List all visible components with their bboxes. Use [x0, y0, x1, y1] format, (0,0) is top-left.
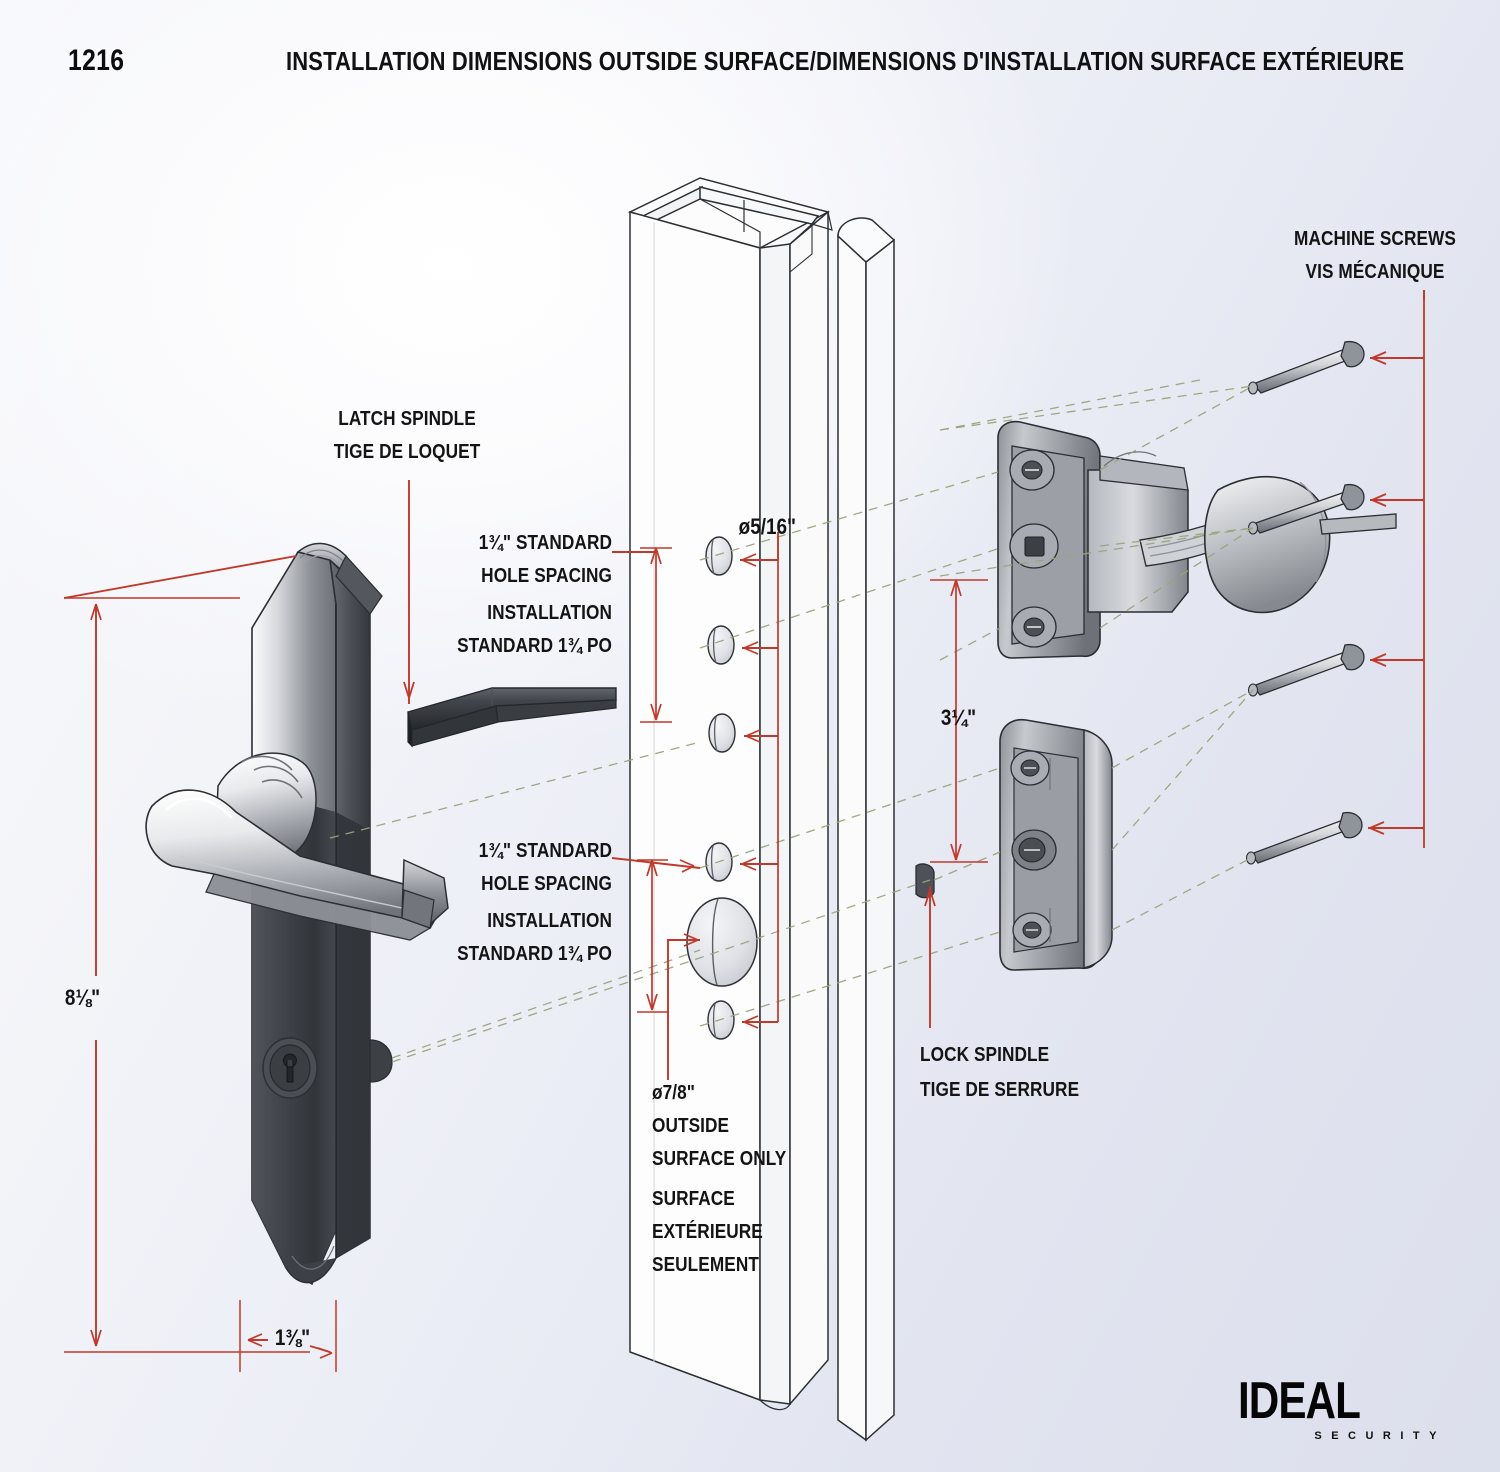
- exterior-lever-handle: [145, 752, 449, 941]
- label-lock-spindle-fr: TIGE DE SERRURE: [920, 1078, 1080, 1101]
- label-bore-dia: ø7/8": [652, 1081, 696, 1104]
- machine-screw-4: [1245, 811, 1363, 865]
- dimension-overall-height: 8⅛": [64, 985, 101, 1010]
- hole-screw-top-1: [705, 536, 733, 576]
- lock-cylinder: [262, 1037, 318, 1099]
- interior-lever-assembly: [997, 420, 1397, 659]
- label-hole-spacing-top-2: HOLE SPACING: [481, 564, 612, 587]
- label-hole-spacing-bottom-3: INSTALLATION: [487, 909, 612, 932]
- label-machine-screws-en: MACHINE SCREWS: [1294, 227, 1456, 250]
- door-stile: [627, 177, 896, 1442]
- boss-bottom: [1011, 606, 1057, 648]
- brand-logo: IDEAL SECURITY: [1238, 1372, 1448, 1443]
- label-machine-screws-fr: VIS MÉCANIQUE: [1305, 260, 1445, 283]
- interior-lock-body: [999, 718, 1113, 971]
- hole-latch-spindle: [708, 713, 736, 753]
- stile-holes: [686, 536, 758, 1040]
- machine-screws: [1245, 340, 1365, 865]
- label-bore-seulement-fr: SEULEMENT: [652, 1253, 759, 1276]
- hole-cylinder-bore: [686, 897, 758, 987]
- label-hole-spacing-bottom-4: STANDARD 1¾ PO: [457, 942, 612, 965]
- dimension-interior-spacing: 3¼": [940, 705, 977, 730]
- page-title: INSTALLATION DIMENSIONS OUTSIDE SURFACE/…: [286, 48, 1405, 76]
- label-hole-spacing-bottom-2: HOLE SPACING: [481, 872, 612, 895]
- machine-screw-2: [1247, 483, 1365, 535]
- logo-tagline: SECURITY: [1314, 1430, 1446, 1443]
- label-hole-spacing-bottom-1: 1¾" STANDARD: [478, 839, 612, 862]
- model-number: 1216: [68, 44, 125, 77]
- logo-wordmark: IDEAL: [1238, 1372, 1361, 1430]
- label-bore-exterieure-fr: EXTÉRIEURE: [652, 1220, 763, 1243]
- lock-boss-spindle: [1011, 829, 1057, 871]
- machine-screw-1: [1247, 340, 1365, 395]
- lock-boss-bottom: [1012, 912, 1052, 948]
- label-latch-spindle-fr: TIGE DE LOQUET: [333, 440, 481, 463]
- label-bore-outside: OUTSIDE: [652, 1114, 730, 1137]
- label-bore-surface-only: SURFACE ONLY: [652, 1147, 787, 1170]
- label-hole-spacing-top-1: 1¾" STANDARD: [478, 531, 612, 554]
- dimension-lines: [63, 290, 1425, 1372]
- label-hole-spacing-top-4: STANDARD 1¾ PO: [457, 634, 612, 657]
- machine-screw-3: [1247, 643, 1365, 697]
- label-latch-spindle-en: LATCH SPINDLE: [338, 407, 476, 430]
- lock-boss-top: [1010, 750, 1050, 786]
- boss-top: [1009, 449, 1055, 491]
- dimension-plate-width: 1⅜": [274, 1325, 311, 1350]
- latch-spindle-bar: [407, 687, 617, 748]
- label-bore-surface-fr: SURFACE: [652, 1187, 735, 1210]
- hole-screw-top-2: [707, 625, 735, 665]
- alignment-lines: [329, 379, 1254, 1063]
- label-lock-spindle-en: LOCK SPINDLE: [920, 1043, 1050, 1066]
- boss-middle-spindle: [1009, 523, 1059, 569]
- dimension-screw-hole-dia: ø5/16": [738, 514, 797, 539]
- label-hole-spacing-top-3: INSTALLATION: [487, 601, 612, 624]
